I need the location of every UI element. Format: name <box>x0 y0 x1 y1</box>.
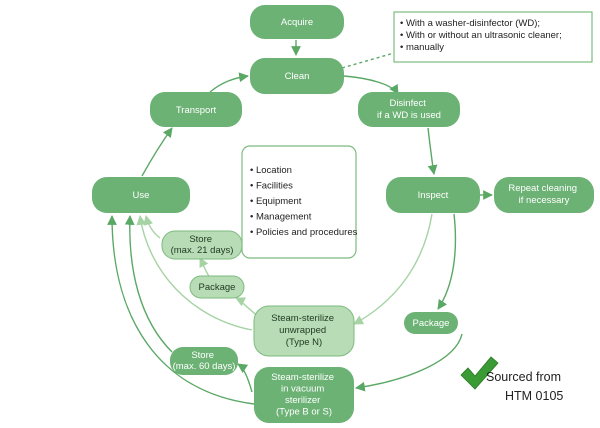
svg-text:Inspect: Inspect <box>418 190 449 201</box>
arrow-package-to-store-21 <box>199 257 211 279</box>
node-steam-unwrapped-line-3: (Type N) <box>286 337 322 348</box>
node-store-60: Store (max. 60 days) <box>170 347 238 375</box>
svg-text:• With a washer-disinfector (W: • With a washer-disinfector (WD); • With… <box>400 18 564 53</box>
node-package-dark-line-1: Package <box>413 318 450 329</box>
svg-text:• Location • Facilities: • Location • Facilities • Equipment • Ma… <box>250 165 358 238</box>
node-clean: Clean <box>250 58 344 94</box>
svg-text:Use: Use <box>133 190 150 201</box>
center-item-5: • Policies and procedures <box>250 227 358 238</box>
node-acquire: Acquire <box>250 5 344 39</box>
svg-text:Clean: Clean <box>285 71 310 82</box>
node-steam-vacuum-line-2: in vacuum <box>281 384 324 395</box>
node-steam-vacuum-line-4: (Type B or S) <box>276 407 332 418</box>
node-inspect: Inspect <box>386 177 480 213</box>
node-repeat-cleaning: Repeat cleaning if necessary <box>494 177 594 213</box>
svg-text:Acquire: Acquire <box>281 17 313 28</box>
node-steam-unwrapped-line-2: unwrapped <box>279 325 326 336</box>
arrow-package-to-steam-vacuum <box>355 333 463 392</box>
arrow-steam-vacuum-to-store-60 <box>237 363 253 393</box>
source-credit: Sourced from HTM 0105 <box>460 356 563 403</box>
node-steam-unwrapped: Steam-sterilize unwrapped (Type N) <box>253 305 355 357</box>
node-store-60-line-2: (max. 60 days) <box>173 361 236 372</box>
arrow-transport-to-clean <box>209 72 249 93</box>
arrow-store-21-to-use <box>143 215 161 239</box>
center-item-3: • Equipment <box>250 196 302 207</box>
node-repeat-cleaning-line-1: Repeat cleaning <box>508 183 577 194</box>
source-line-2: HTM 0105 <box>505 389 563 403</box>
clean-methods-note: • With a washer-disinfector (WD); • With… <box>393 11 593 63</box>
arrow-clean-to-disinfect <box>343 75 399 95</box>
node-disinfect-line-1: Disinfect <box>389 98 426 109</box>
node-disinfect-line-2: if a WD is used <box>377 110 441 121</box>
svg-text:Steam-sterilize unwrappe: Steam-sterilize unwrapped (Type N) <box>271 313 336 348</box>
dashed-link-clean-to-note <box>341 52 395 69</box>
center-item-2: • Facilities <box>250 181 293 192</box>
node-steam-vacuum-line-1: Steam-sterilize <box>271 372 334 383</box>
svg-text:HTM 0105: HTM 0105 <box>505 389 563 403</box>
arrow-steam-vacuum-to-use-outer <box>107 215 255 405</box>
clean-note-item-1: • With a washer-disinfector (WD); <box>400 18 540 29</box>
svg-text:Steam-sterilize in vacuu: Steam-sterilize in vacuum sterilizer (Ty… <box>271 372 336 418</box>
node-store-21-line-1: Store <box>189 234 212 245</box>
svg-text:Disinfect if a WD is use: Disinfect if a WD is used <box>377 98 441 121</box>
node-steam-vacuum-line-3: sterilizer <box>285 395 320 406</box>
node-package-dark: Package <box>404 312 458 334</box>
node-use: Use <box>92 177 190 213</box>
arrow-inspect-to-package <box>437 213 457 310</box>
svg-text:Transport: Transport <box>176 105 217 116</box>
node-store-21: Store (max. 21 days) <box>161 230 243 260</box>
node-package-light-line-1: Package <box>199 282 236 293</box>
center-item-1: • Location <box>250 165 292 176</box>
node-disinfect: Disinfect if a WD is used <box>358 92 460 127</box>
node-acquire-line-1: Acquire <box>281 17 313 28</box>
node-inspect-line-1: Inspect <box>418 190 449 201</box>
arrow-steam-unwrapped-to-use <box>136 215 253 331</box>
svg-text:Sourced from: Sourced from <box>486 370 561 384</box>
svg-text:Package: Package <box>199 282 236 293</box>
clean-note-item-3: • manually <box>400 42 444 53</box>
connectors <box>107 40 493 405</box>
center-item-4: • Management <box>250 212 312 223</box>
svg-text:Repeat cleaning if neces: Repeat cleaning if necessary <box>508 183 579 206</box>
node-package-light: Package <box>189 275 245 299</box>
center-considerations-box: • Location • Facilities • Equipment • Ma… <box>241 145 358 259</box>
arrow-inspect-to-steam-unwrapped <box>353 213 433 325</box>
arrow-use-to-transport <box>141 127 173 177</box>
svg-text:Store (max. 21 days): Store (max. 21 days) <box>171 234 234 256</box>
checkmark-icon <box>460 356 499 390</box>
clean-note-item-2: • With or without an ultrasonic cleaner; <box>400 30 562 41</box>
node-clean-line-1: Clean <box>285 71 310 82</box>
node-use-line-1: Use <box>133 190 150 201</box>
node-steam-vacuum: Steam-sterilize in vacuum sterilizer (Ty… <box>254 367 354 423</box>
source-line-1: Sourced from <box>486 370 561 384</box>
arrow-store-60-to-use <box>124 215 173 353</box>
svg-text:Store (max. 60 days): Store (max. 60 days) <box>173 350 236 372</box>
arrow-disinfect-to-inspect <box>427 127 438 175</box>
node-store-21-line-2: (max. 21 days) <box>171 245 234 256</box>
node-repeat-cleaning-line-2: if necessary <box>519 195 570 206</box>
node-store-60-line-1: Store <box>191 350 214 361</box>
svg-text:Package: Package <box>413 318 450 329</box>
node-transport: Transport <box>150 92 242 127</box>
node-steam-unwrapped-line-1: Steam-sterilize <box>271 313 334 324</box>
node-transport-line-1: Transport <box>176 105 217 116</box>
